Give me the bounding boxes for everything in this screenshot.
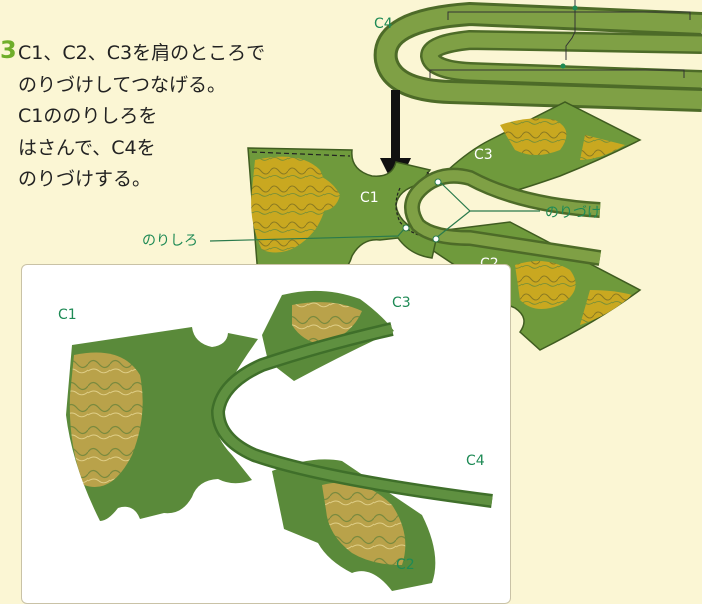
diagram-label-c1: C1 — [360, 190, 379, 206]
diagram-label-glue-joint: のりづけ — [545, 205, 601, 221]
instruction-line-5: のりづけする。 — [18, 168, 152, 190]
glue-tab-marker — [402, 224, 410, 232]
instruction-line-4: はさんで、C4を — [18, 136, 156, 159]
c4-strip — [373, 1, 702, 112]
photo-label-c4: C4 — [466, 453, 485, 469]
assembled-photo — [66, 290, 493, 591]
diagram-label-glue-tab: のりしろ — [142, 233, 198, 249]
c4-marker-top — [572, 5, 578, 11]
instruction-line-2: のりづけしてつなげる。 — [18, 73, 227, 96]
c4-strip-tucked — [404, 167, 602, 266]
step-number: 3 — [0, 36, 17, 64]
photo-label-c3: C3 — [392, 295, 411, 311]
c4-brackets — [429, 0, 691, 78]
glue-joint-marker-upper — [434, 178, 442, 186]
diagram-label-c3: C3 — [474, 147, 493, 163]
c3-piece — [446, 101, 642, 197]
c4-marker-bottom — [560, 63, 566, 69]
step-instructions: C1、C2、C3を肩のところで のりづけしてつなげる。 C1ののりしろを はさん… — [18, 38, 318, 196]
label-leaders — [209, 181, 540, 242]
photo-label-c1: C1 — [58, 307, 77, 323]
instruction-line-3: C1ののりしろを — [18, 105, 158, 127]
c1-piece — [247, 147, 437, 278]
photo-label-c2: C2 — [396, 557, 415, 573]
instruction-line-1: C1、C2、C3を肩のところで — [18, 42, 266, 64]
glue-joint-marker-lower — [432, 235, 440, 243]
assembled-photo-frame — [21, 264, 511, 604]
c2-piece — [429, 221, 642, 351]
diagram-label-c4: C4 — [374, 16, 393, 32]
